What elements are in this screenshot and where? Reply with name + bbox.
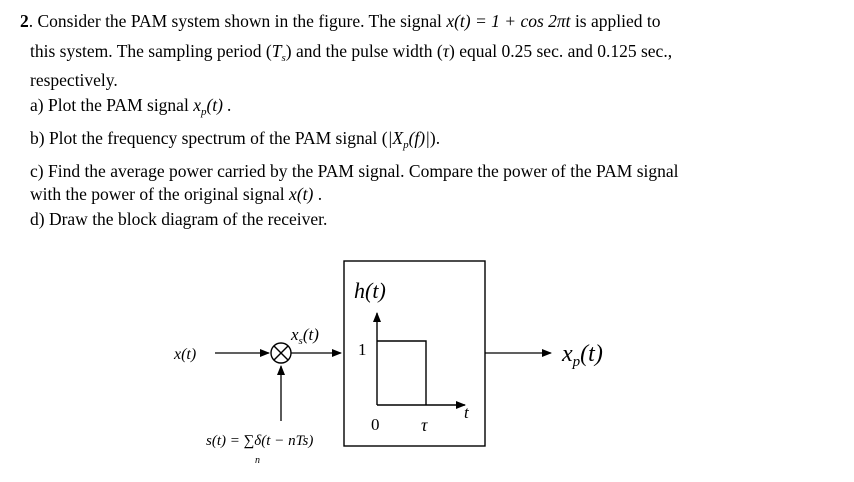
filter-impulse-label: h(t) bbox=[354, 278, 386, 303]
output-signal-symbol: x bbox=[561, 341, 573, 367]
part-c-text: with the power of the original signal bbox=[30, 184, 290, 204]
part-b-arg: (f)| bbox=[408, 128, 430, 148]
part-b-sub: p bbox=[403, 139, 409, 151]
part-c-line-2: with the power of the original signal x(… bbox=[30, 184, 322, 204]
question-number: 2 bbox=[20, 11, 29, 31]
part-b-text: b) Plot the frequency spectrum of the PA… bbox=[30, 128, 388, 148]
sampled-signal-symbol: x bbox=[290, 325, 299, 344]
output-signal-label: xp(t) bbox=[561, 341, 603, 370]
stem-part2: is applied to bbox=[570, 11, 661, 31]
pulse-height-label: 1 bbox=[358, 340, 367, 359]
part-c-end: . bbox=[313, 184, 323, 204]
sampled-signal-sub: s bbox=[299, 335, 303, 347]
pulse-origin-label: 0 bbox=[371, 415, 380, 434]
pulse-width-label: τ bbox=[421, 415, 428, 435]
tau-symbol: τ bbox=[442, 41, 450, 61]
question-line-1: 2. Consider the PAM system shown in the … bbox=[20, 11, 660, 31]
sampling-period-sub: s bbox=[281, 52, 286, 64]
part-a-symbol: x bbox=[193, 95, 201, 115]
multiplier-cross-b bbox=[273, 345, 289, 361]
part-a: a) Plot the PAM signal xp(t) . bbox=[30, 95, 232, 118]
part-d: d) Draw the block diagram of the receive… bbox=[30, 209, 328, 229]
time-axis-label: t bbox=[464, 403, 470, 422]
part-a-sub: p bbox=[200, 106, 207, 118]
stem-line2-c: ) equal 0.25 sec. and 0.125 sec., bbox=[449, 41, 673, 61]
part-b: b) Plot the frequency spectrum of the PA… bbox=[30, 128, 441, 151]
sampled-signal-label: xs(t) bbox=[290, 325, 319, 347]
stem-part1: . Consider the PAM system shown in the f… bbox=[28, 11, 447, 31]
sampling-sum-index: n bbox=[255, 455, 260, 466]
pulse-shape bbox=[377, 340, 427, 405]
stem-line2-b: ) and the pulse width ( bbox=[285, 41, 443, 61]
output-signal-sub: p bbox=[572, 354, 581, 370]
input-signal-label: x(t) bbox=[173, 346, 196, 363]
part-b-symbol: |X bbox=[387, 128, 404, 148]
part-b-end: ). bbox=[429, 128, 441, 148]
output-signal-arg: (t) bbox=[580, 341, 603, 367]
stem-line2-a: this system. The sampling period ( bbox=[30, 41, 272, 61]
sampled-signal-arg: (t) bbox=[303, 325, 319, 344]
part-a-arg: (t) . bbox=[206, 95, 232, 115]
part-c-symbol: x(t) bbox=[289, 184, 314, 204]
signal-expression: x(t) = 1 + cos 2πt bbox=[446, 11, 571, 31]
sampling-signal-label: s(t) = ∑δ(t − nTs) bbox=[206, 433, 313, 449]
question-line-3: respectively. bbox=[30, 70, 118, 90]
question-line-2: this system. The sampling period (Ts) an… bbox=[30, 41, 673, 64]
part-c-line-1: c) Find the average power carried by the… bbox=[30, 161, 679, 181]
part-a-text: a) Plot the PAM signal bbox=[30, 95, 194, 115]
sampling-period-symbol: T bbox=[271, 41, 282, 61]
